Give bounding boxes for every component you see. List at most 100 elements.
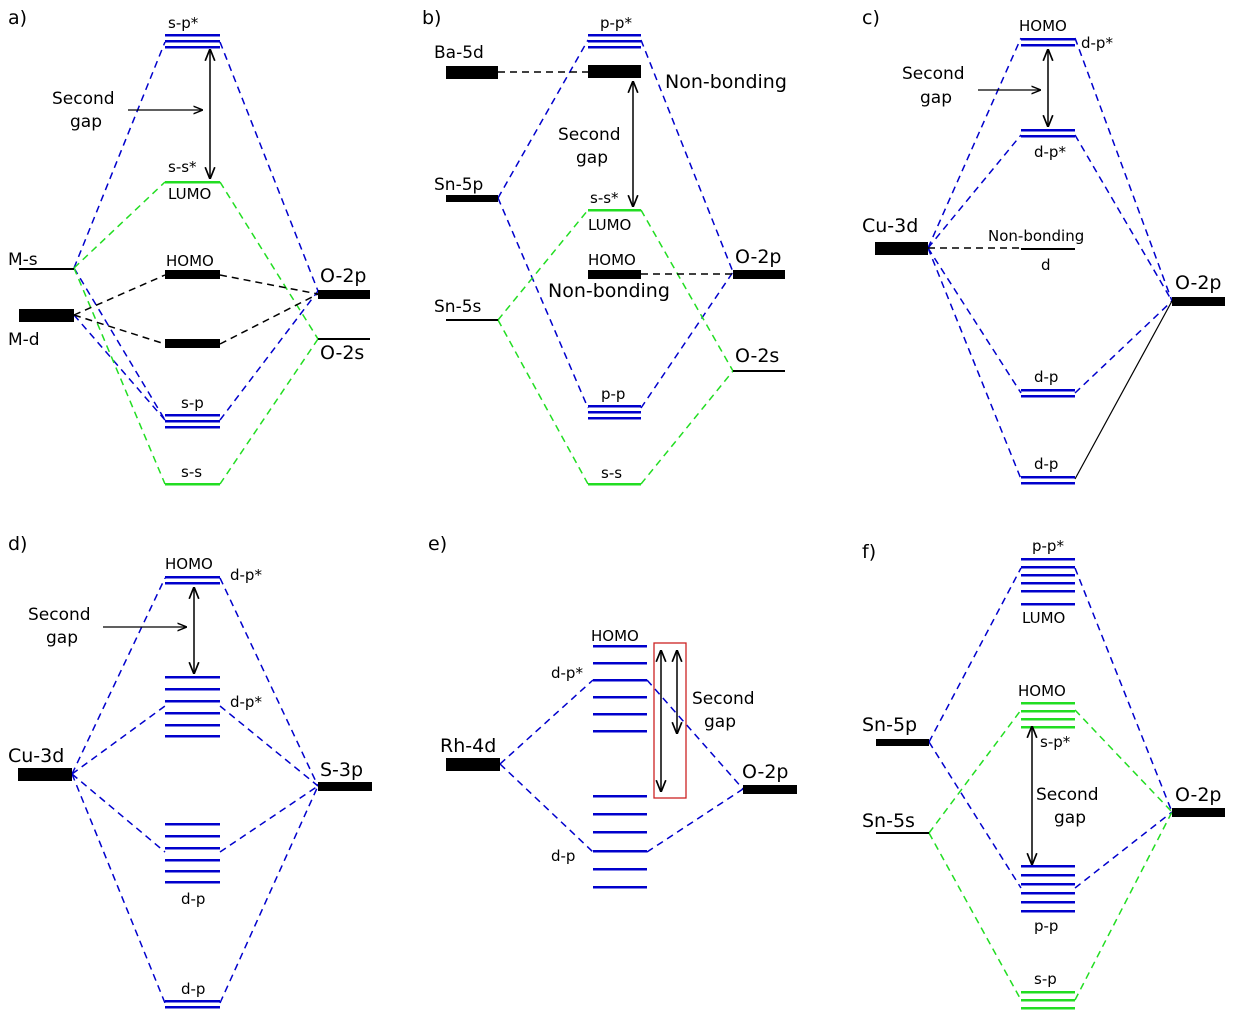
nonbonding-ba-level <box>588 65 641 78</box>
sp-star-levels <box>165 34 220 49</box>
pp-star-label: p-p* <box>1032 537 1064 555</box>
pp-label: p-p <box>1034 917 1058 935</box>
panel-a-tag: a) <box>8 7 27 29</box>
panel-c-connectors <box>927 37 1173 480</box>
ss-star-level <box>165 181 220 184</box>
pp-label: p-p <box>601 385 625 403</box>
panel-e: e) Rh-4d O-2p HOMO d-p* d-p Second gap <box>428 533 797 889</box>
o-2s-level <box>318 338 370 340</box>
dp-star-top-label: d-p* <box>1081 34 1113 52</box>
dp-star-top-label: d-p* <box>230 566 262 584</box>
nonbonding-d-level <box>1021 248 1075 250</box>
pp-levels <box>588 405 641 420</box>
lumo-label: LUMO <box>1022 609 1065 627</box>
cu-3d-level <box>875 242 928 255</box>
sp-levels <box>1021 991 1075 1010</box>
m-s-level <box>19 268 74 270</box>
ss-star-label: s-s* <box>590 189 619 207</box>
gap-label: gap <box>920 88 952 108</box>
sn-5s-level <box>876 832 929 834</box>
o-2s-level <box>733 370 785 372</box>
ba-5d-level <box>446 66 498 79</box>
ss-star-level <box>588 209 641 212</box>
ss-level <box>588 483 641 486</box>
dp-star-top-levels <box>1021 38 1075 47</box>
o-2p-level <box>1172 297 1225 306</box>
panel-c-tag: c) <box>862 7 880 29</box>
second-gap-label: Second <box>52 89 115 109</box>
panel-b-tag: b) <box>422 7 441 29</box>
dp-1-levels <box>1021 389 1075 398</box>
panel-b-connectors <box>497 39 734 485</box>
o-2p-label: O-2p <box>742 761 789 783</box>
s-3p-level <box>318 782 372 791</box>
second-gap-label: Second <box>902 64 965 84</box>
panel-c-solid-connector <box>1074 300 1173 480</box>
panel-f-levels <box>876 558 1225 1010</box>
m-d-label: M-d <box>8 330 40 350</box>
homo-level <box>165 270 220 279</box>
sp-star-label: s-p* <box>168 14 199 32</box>
dp-star-mid-levels <box>165 676 220 738</box>
o-2p-label: O-2p <box>320 265 367 287</box>
dp-star-top-levels <box>165 576 220 585</box>
gap-label: gap <box>704 712 736 732</box>
panel-d-levels <box>18 576 372 1009</box>
nonbonding-label: Non-bonding <box>988 227 1084 245</box>
rh-4d-label: Rh-4d <box>440 735 496 757</box>
panel-c: c) Cu-3d <box>862 7 1225 485</box>
second-gap-label: Second <box>28 605 91 625</box>
dp-star-mid-label: d-p* <box>230 693 262 711</box>
lumo-label: LUMO <box>588 216 631 234</box>
dp-2-label: d-p <box>181 980 205 998</box>
o-2p-level <box>733 270 785 279</box>
pp-levels <box>1021 865 1075 913</box>
ss-level <box>165 483 220 486</box>
dp-levels <box>593 795 647 889</box>
nonbonding-mid-label: Non-bonding <box>548 280 670 302</box>
dp-1-label: d-p <box>1034 368 1058 386</box>
sn-5p-level <box>876 739 929 746</box>
rh-4d-level <box>446 758 500 771</box>
dp-star-mid-levels <box>1021 129 1075 138</box>
sn-5p-level <box>446 195 498 202</box>
homo-label: HOMO <box>588 251 636 269</box>
homo-label: HOMO <box>591 627 639 645</box>
pp-star-label: p-p* <box>600 14 632 32</box>
gap-label: gap <box>70 112 102 132</box>
panel-a-levels <box>19 34 370 486</box>
sp-label: s-p <box>1034 970 1057 988</box>
m-s-label: M-s <box>8 250 38 270</box>
sn-5s-label: Sn-5s <box>434 297 482 317</box>
lumo-label: LUMO <box>168 185 211 203</box>
second-gap-label: Second <box>558 125 621 145</box>
sp-label: s-p <box>181 394 204 412</box>
sn-5p-label: Sn-5p <box>434 175 483 195</box>
sp-star-levels <box>1021 702 1075 729</box>
nonbonding-d-level <box>165 339 220 348</box>
d-label: d <box>1041 256 1051 274</box>
panel-b: b) Ba-5d Sn- <box>422 7 787 486</box>
panel-a-connectors <box>73 41 319 485</box>
panel-d-tag: d) <box>8 533 27 555</box>
sn-5s-label: Sn-5s <box>862 810 915 832</box>
sp-levels <box>165 414 220 429</box>
panel-b-levels <box>446 34 785 486</box>
second-gap-label: Second <box>1036 785 1099 805</box>
o-2s-label: O-2s <box>735 345 779 367</box>
ss-label: s-s <box>181 463 202 481</box>
panel-f: f) <box>862 537 1225 1010</box>
ss-star-label: s-s* <box>168 158 197 176</box>
o-2p-label: O-2p <box>1175 784 1222 806</box>
ba-5d-label: Ba-5d <box>434 43 484 63</box>
s-3p-label: S-3p <box>320 759 363 781</box>
cu-3d-level <box>18 768 72 781</box>
dp-label: d-p <box>551 847 575 865</box>
dp-star-levels <box>593 645 647 733</box>
cu-3d-label: Cu-3d <box>862 215 918 237</box>
o-2p-level <box>1172 808 1225 817</box>
o-2p-label: O-2p <box>735 246 782 268</box>
sn-5p-label: Sn-5p <box>862 714 917 736</box>
o-2p-label: O-2p <box>1175 272 1222 294</box>
